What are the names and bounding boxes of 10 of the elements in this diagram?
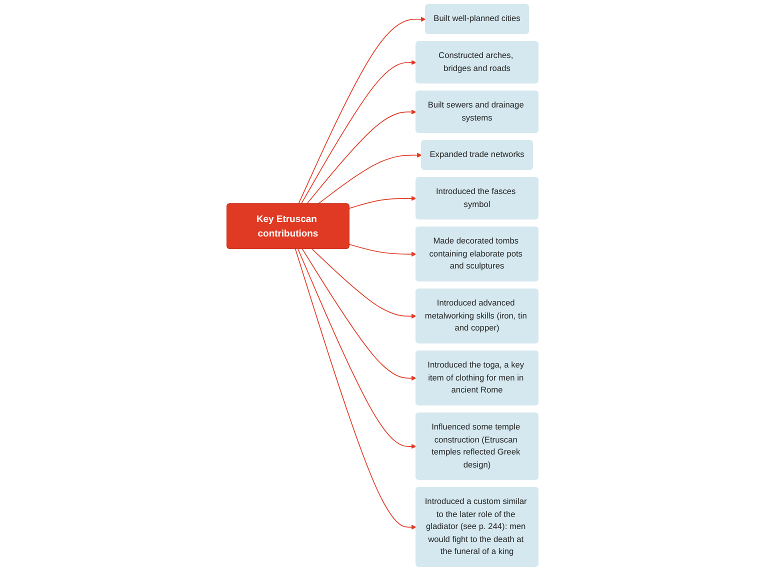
arrow (294, 248, 416, 530)
arrow (312, 248, 416, 319)
arrow (349, 244, 416, 257)
arrow (306, 110, 416, 204)
arrow (298, 16, 426, 204)
arrow (349, 196, 416, 209)
arrow (300, 60, 416, 204)
arrow (302, 248, 416, 381)
arrow (318, 152, 422, 204)
arrow (298, 248, 416, 449)
